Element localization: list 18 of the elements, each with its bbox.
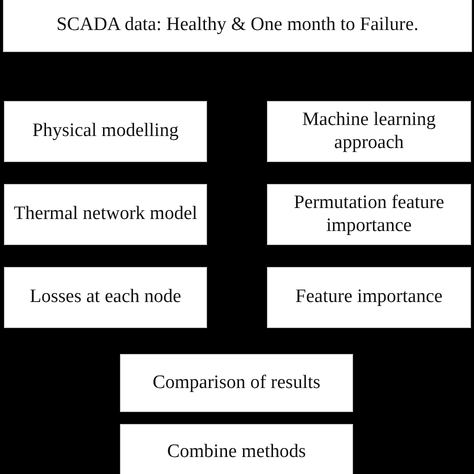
process-box — [4, 267, 207, 328]
process-box — [120, 424, 353, 474]
process-box — [267, 101, 471, 162]
process-box — [267, 267, 471, 328]
process-box — [4, 101, 207, 162]
box-label: Feature importance — [295, 286, 443, 309]
box-label: Comparison of results — [152, 372, 320, 394]
process-box — [120, 354, 353, 412]
box-label: Combine methods — [167, 440, 306, 464]
box-label: Machine learning approach — [301, 108, 437, 154]
box-label: Permutation feature importance — [292, 192, 446, 238]
box-label: Thermal network model — [14, 203, 198, 226]
box-label: Losses at each node — [30, 286, 182, 309]
box-label: Physical modelling — [32, 120, 179, 143]
box-label: SCADA data: Healthy & One month to Failure. — [56, 14, 418, 36]
process-box — [267, 184, 471, 245]
process-box — [3, 0, 472, 52]
process-box — [4, 184, 207, 245]
